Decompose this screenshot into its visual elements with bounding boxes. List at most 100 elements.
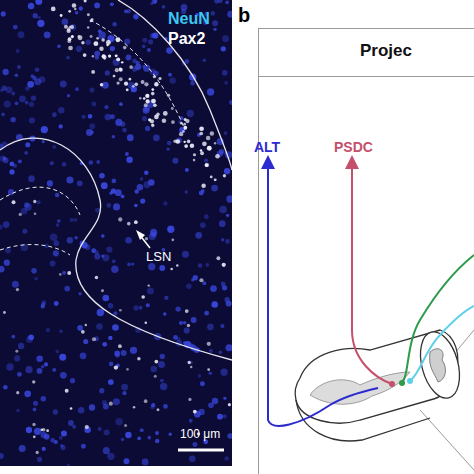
cell-dot (144, 399, 148, 403)
cell-dot (190, 366, 192, 368)
cell-dot (24, 151, 28, 155)
cell-dot (60, 81, 67, 88)
cell-dot (144, 103, 148, 107)
cell-dot (215, 154, 220, 159)
cell-dot (1, 112, 5, 116)
cell-dot (137, 184, 144, 191)
cell-dot (10, 117, 15, 122)
cell-dot (167, 147, 170, 150)
cell-dot (78, 35, 83, 40)
cell-dot (55, 350, 59, 354)
cell-dot (104, 430, 110, 436)
cell-dot (102, 400, 107, 405)
cell-dot (34, 78, 41, 85)
cell-dot (207, 88, 214, 95)
cell-dot (70, 378, 75, 383)
cell-dot (9, 162, 14, 167)
cell-dot (8, 189, 14, 195)
cell-dot (4, 100, 11, 107)
cell-dot (172, 158, 178, 164)
cell-dot (77, 325, 83, 331)
cell-dot (176, 264, 178, 266)
cell-dot (141, 295, 145, 299)
cell-dot (16, 49, 20, 53)
cell-dot (88, 114, 93, 119)
cell-dot (35, 0, 42, 5)
cell-dot (89, 123, 95, 129)
cell-dot (72, 425, 76, 429)
cell-dot (143, 97, 146, 100)
cell-dot (134, 220, 138, 224)
scale-label: 100 μm (180, 428, 220, 441)
cell-dot (222, 285, 227, 290)
cell-dot (126, 54, 132, 60)
cell-dot (167, 141, 172, 146)
cell-dot (227, 433, 232, 438)
cell-dot (158, 77, 161, 80)
cell-dot (223, 414, 227, 418)
cell-dot (193, 153, 196, 156)
cell-dot (137, 436, 141, 440)
cell-dot (150, 366, 157, 373)
cell-dot (179, 321, 183, 325)
cell-dot (72, 3, 77, 8)
cell-dot (6, 363, 14, 371)
cell-dot (59, 354, 66, 361)
cell-dot (110, 46, 115, 51)
cell-dot (83, 339, 88, 344)
cell-dot (145, 237, 148, 240)
cell-dot (77, 180, 83, 186)
cell-dot (103, 447, 110, 454)
cell-dot (225, 297, 230, 302)
cell-dot (154, 82, 158, 86)
cell-dot (204, 311, 209, 316)
cell-dot (121, 384, 128, 391)
cell-dot (102, 55, 106, 59)
cell-dot (119, 68, 123, 72)
cell-dot (212, 301, 219, 308)
cell-dot (153, 135, 160, 142)
cell-dot (115, 353, 119, 357)
cell-dot (175, 306, 180, 311)
cell-dot (125, 237, 132, 244)
cell-dot (145, 321, 148, 324)
cord-segment (296, 400, 430, 441)
cell-dot (187, 324, 190, 327)
cell-dot (140, 198, 145, 203)
cell-dot (120, 121, 125, 126)
cell-dot (113, 398, 120, 405)
cell-dot (27, 81, 34, 88)
cell-dot (37, 457, 42, 462)
cell-dot (95, 55, 99, 59)
cell-dot (19, 445, 26, 452)
cell-dot (181, 4, 188, 11)
cell-dot (166, 47, 173, 54)
panel-heading: Projec (259, 29, 474, 77)
cell-dot (99, 47, 103, 51)
pointer-arrow-head (136, 230, 145, 240)
cell-dot (36, 356, 43, 363)
cell-dot (134, 83, 138, 87)
cell-dot (85, 425, 89, 429)
cell-dot (164, 296, 168, 300)
cell-dot (173, 139, 177, 143)
cell-dot (116, 82, 119, 85)
cell-dot (129, 78, 132, 81)
cell-dot (42, 447, 46, 451)
cell-dot (133, 305, 138, 310)
cell-dot (58, 107, 64, 113)
cell-dot (119, 102, 123, 106)
cell-dot (124, 424, 127, 427)
cell-dot (121, 61, 123, 63)
cell-dot (140, 177, 144, 181)
cell-dot (122, 128, 127, 133)
cell-dot (83, 53, 87, 57)
cell-dot (19, 96, 26, 103)
cell-dot (37, 20, 44, 27)
cell-dot (121, 350, 127, 356)
cell-dot (28, 175, 35, 182)
cell-dot (171, 120, 175, 124)
cell-dot (99, 173, 105, 179)
cell-dot (129, 65, 133, 69)
cell-dot (191, 317, 197, 323)
